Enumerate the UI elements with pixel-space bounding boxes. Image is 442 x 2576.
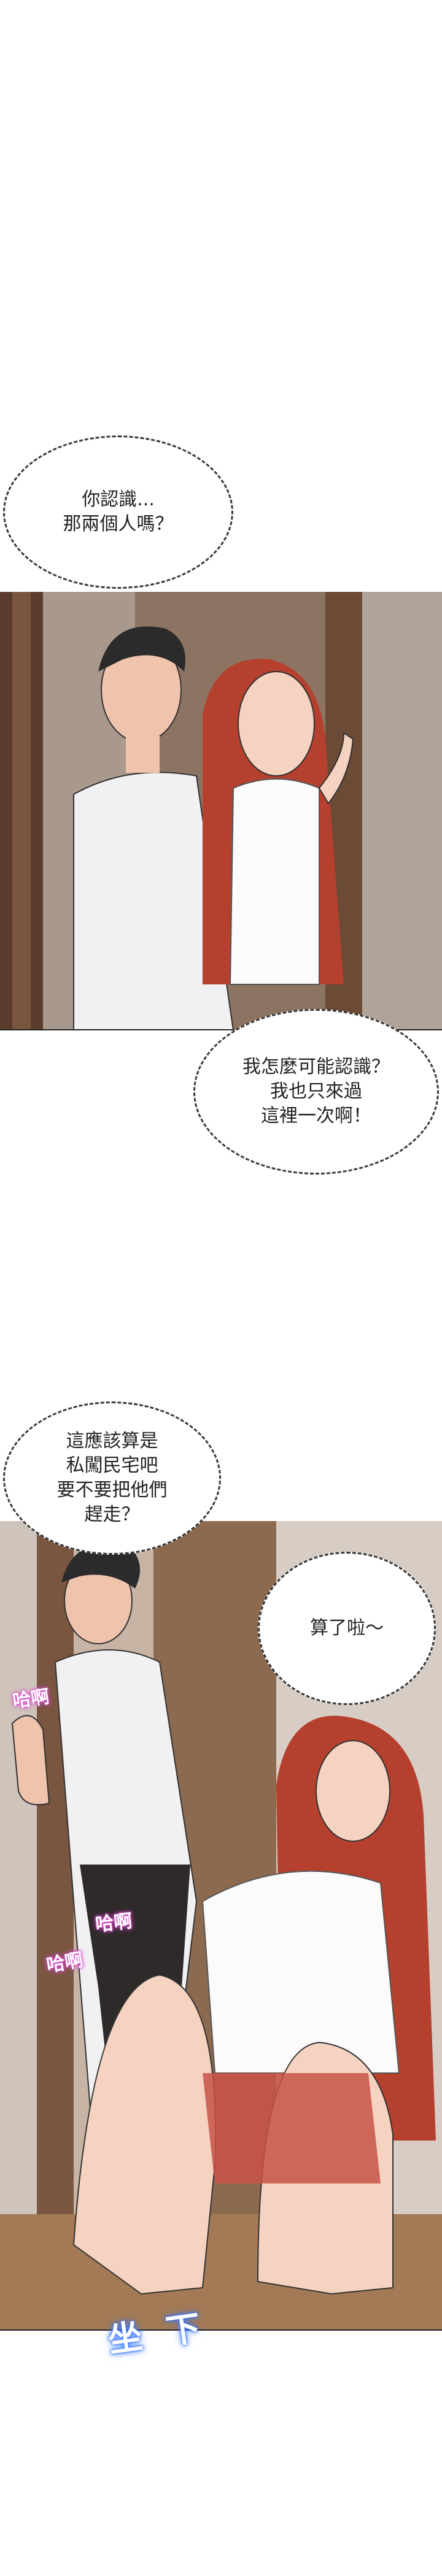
woman-halter-top	[201, 1870, 400, 2074]
panel-doorway-art	[0, 592, 442, 1030]
woman-halter-top	[229, 778, 320, 985]
man-neck	[126, 736, 160, 773]
woman-raised-hand	[318, 732, 354, 805]
speech-bubble-1: 你認識... 那兩個人嗎？	[3, 435, 233, 589]
speech-bubble-2: 我怎麼可能認識？ 我也只來過 這裡一次啊！	[193, 1009, 439, 1175]
panel-doorway	[0, 592, 442, 1030]
sfx-pant-1: 哈啊	[11, 1685, 51, 1712]
speech-bubble-3: 這應該算是 私闖民宅吧 要不要把他們 趕走？	[3, 1401, 221, 1555]
left-wall	[0, 1521, 37, 2331]
left-door-edge	[12, 592, 31, 1030]
speech-bubble-4: 算了啦～	[258, 1552, 436, 1705]
woman-face	[238, 671, 315, 776]
woman-face	[316, 1740, 390, 1842]
man-hand-on-wall	[11, 1715, 50, 1806]
man-hair	[98, 626, 185, 672]
right-wall	[362, 592, 442, 1030]
door-frame	[37, 1521, 74, 2331]
man-shirt	[73, 772, 235, 1030]
sfx-pant-2: 哈啊	[94, 1910, 134, 1936]
woman-skirt	[203, 2073, 381, 2183]
